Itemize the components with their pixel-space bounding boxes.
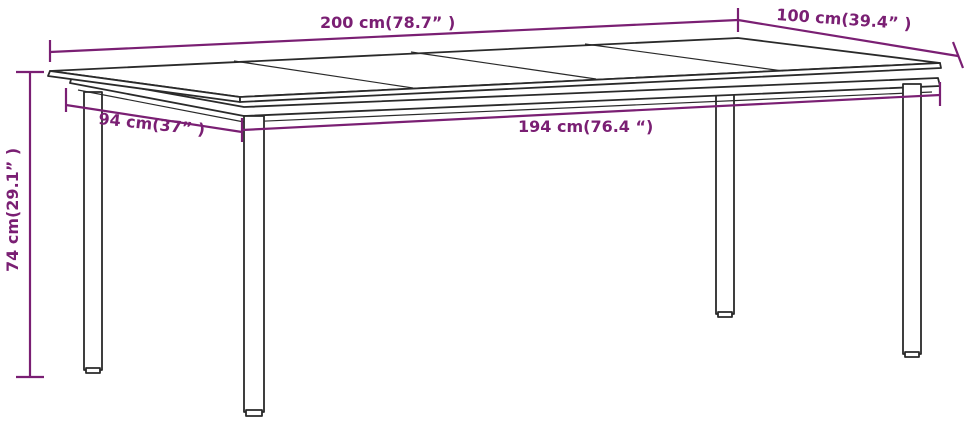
dimension-frame-length: 194 cm(76.4 “) bbox=[241, 82, 942, 136]
panel-divider-2 bbox=[410, 51, 597, 80]
length-top-label: 200 cm(78.7” ) bbox=[320, 13, 455, 32]
apron-inner-line bbox=[77, 89, 245, 123]
leg-front-right-foot bbox=[904, 351, 920, 358]
dimension-height: 74 cm(29.1” ) bbox=[3, 70, 44, 379]
height-label: 74 cm(29.1” ) bbox=[3, 148, 22, 272]
leg-back-right-foot bbox=[717, 311, 733, 318]
panel-divider-3 bbox=[584, 43, 784, 72]
frame-width-label: 94 cm(37” ) bbox=[98, 109, 206, 139]
leg-back-right bbox=[715, 91, 735, 315]
panel-divider-1 bbox=[233, 60, 414, 89]
leg-front-left bbox=[243, 115, 265, 413]
frame-length-label: 194 cm(76.4 “) bbox=[518, 117, 653, 136]
leg-back-left bbox=[83, 91, 103, 371]
leg-back-left-foot bbox=[85, 367, 101, 374]
table-illustration bbox=[47, 37, 942, 417]
apron-inner-line-right bbox=[243, 91, 933, 123]
leg-front-right bbox=[902, 83, 922, 355]
tabletop-edge-right bbox=[239, 62, 942, 103]
leg-front-left-foot bbox=[245, 409, 263, 417]
dimension-length-top: 200 cm(78.7” ) bbox=[48, 8, 740, 62]
